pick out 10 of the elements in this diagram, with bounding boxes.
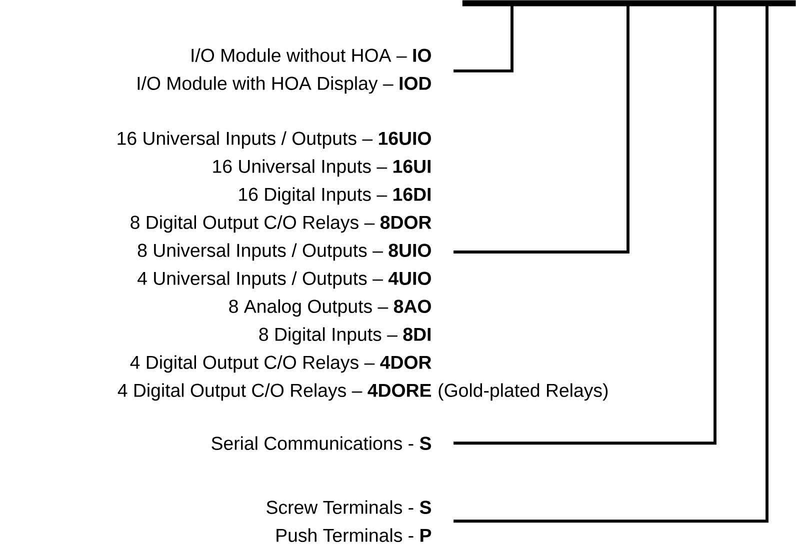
label-group: I/O Module without HOA – IO I/O Module with HOA Display – IOD xyxy=(138,48,431,94)
leader-line xyxy=(454,5,630,254)
leader-line xyxy=(454,5,716,445)
label-group: Screw Terminals - S Push Terminals - P xyxy=(266,500,432,542)
leader-line xyxy=(454,5,514,72)
note-text: (Gold-plated Relays) xyxy=(438,383,608,401)
label-group: Serial Communications - S xyxy=(212,436,432,450)
leader-line xyxy=(454,5,768,523)
label-group: 16 Universal Inputs / Outputs – 16UIO 16 Universal Inputs – 16UI 16 Digital Inputs – 16DI 8 Digital Output C/O Relays – 8DOR 8 Universal Inputs / Outputs – 8UIO 4 Universal Inputs / Outputs – 4UIO 8 Analog Outputs – 8AO 8 Digital Inputs – 8DI 4 Digital Output C/O Relays – 4DOR 4 Digital Output C/O Relays – 4DORE xyxy=(118,131,432,401)
part-number-bar xyxy=(462,0,796,6)
